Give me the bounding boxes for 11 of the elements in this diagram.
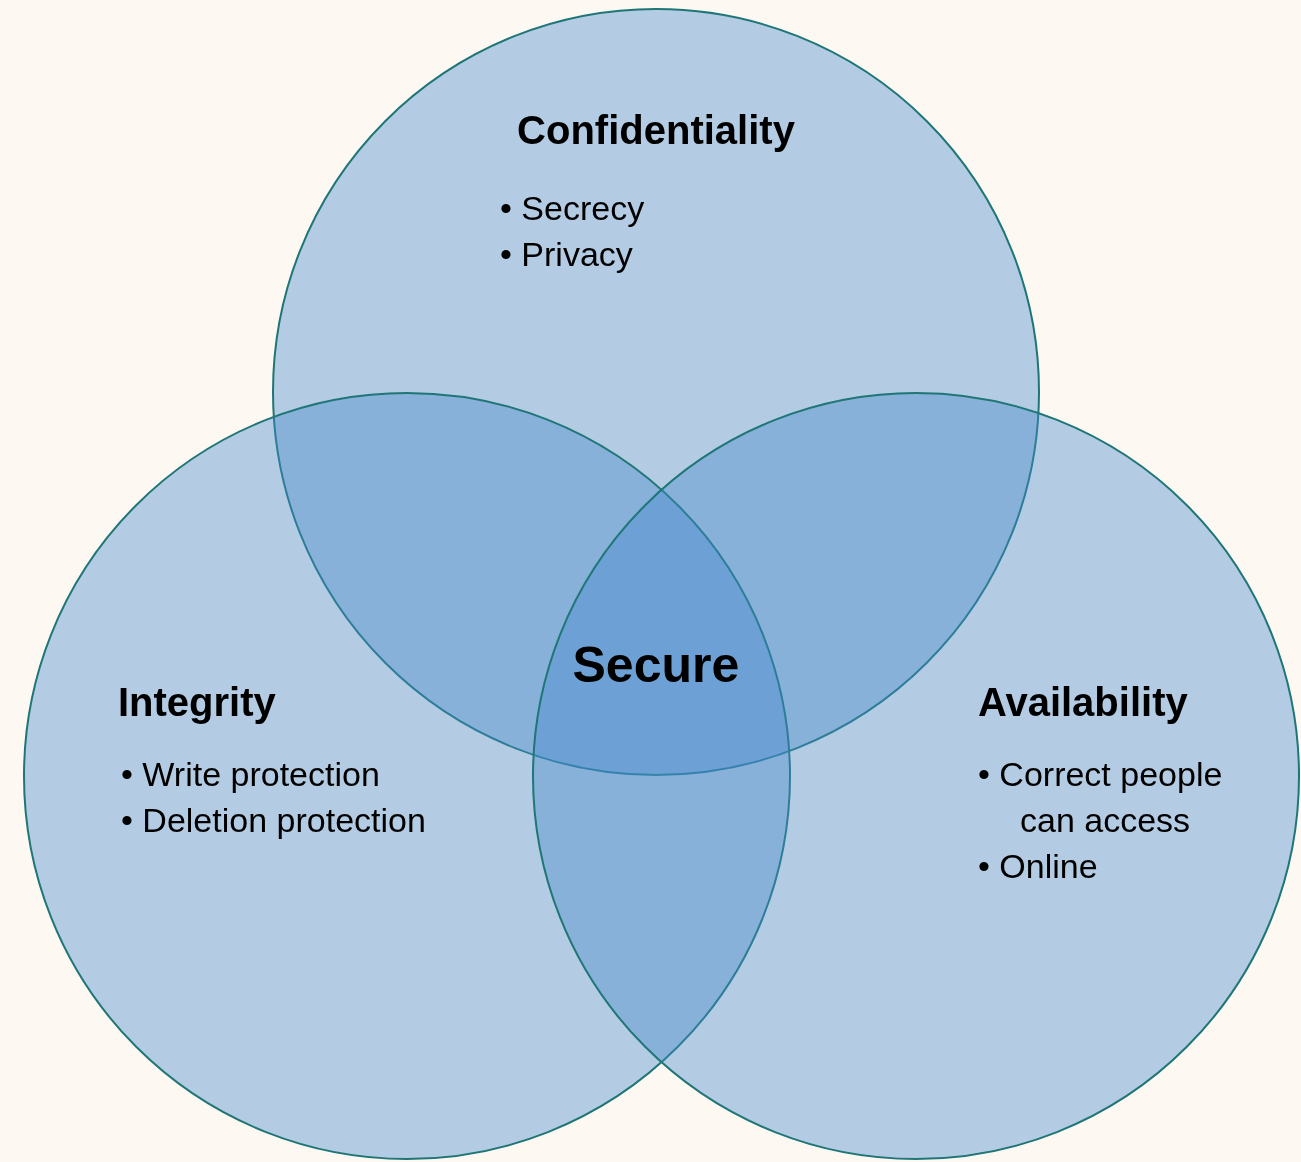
circle-heading: Confidentiality [517, 107, 795, 154]
center-label: Secure [572, 636, 740, 694]
bullet-item: • Privacy [500, 233, 634, 275]
bullet-item: • Write protection [121, 754, 380, 795]
venn-circle [532, 392, 1300, 1160]
circle-heading: Availability [978, 679, 1188, 726]
bullet-item: • Deletion protection [121, 799, 426, 841]
bullet-item: • Secrecy [500, 188, 646, 229]
bullet-item: • Online [978, 845, 1099, 887]
bullet-item: • Correct people can access [978, 754, 1224, 841]
circle-heading: Integrity [118, 679, 276, 726]
